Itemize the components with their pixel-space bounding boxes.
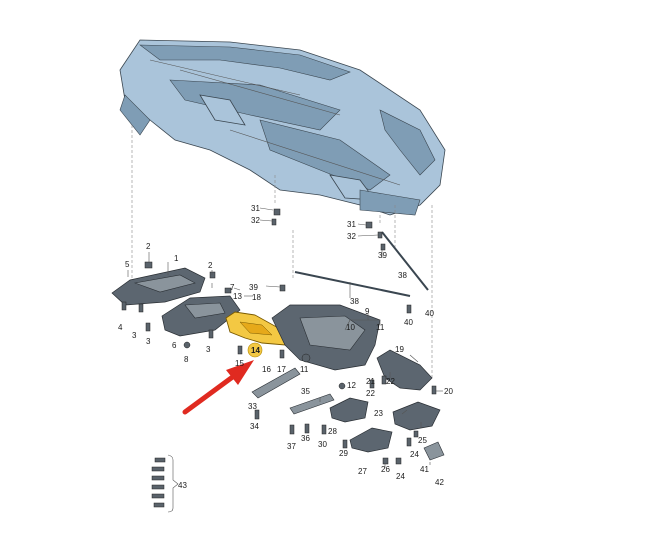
callout-14-highlight: [247, 342, 263, 358]
callout-43: 43: [178, 481, 187, 490]
callout-31: 31: [347, 220, 356, 229]
callout-15: 15: [235, 359, 244, 368]
callout-9: 9: [365, 307, 370, 316]
callout-labels: 1 2 2 3 3 3 4 5 6 7 8 9 10 11 11 12 13 1…: [118, 204, 453, 490]
callout-1: 1: [174, 254, 179, 263]
pointer-arrow-icon: [182, 360, 254, 415]
callout-31: 31: [251, 204, 260, 213]
callout-6: 6: [172, 341, 177, 350]
callout-33: 33: [248, 402, 257, 411]
callout-40: 40: [425, 309, 434, 318]
leader-lines: [127, 207, 443, 468]
callout-28: 28: [328, 427, 337, 436]
callout-34: 34: [250, 422, 259, 431]
callout-22: 22: [386, 377, 395, 386]
callout-3: 3: [206, 345, 211, 354]
callout-5: 5: [125, 260, 130, 269]
vehicle-underbody: [119, 39, 446, 216]
callout-38: 38: [350, 297, 359, 306]
callout-26: 26: [381, 465, 390, 474]
reference-lines: [131, 125, 433, 380]
callout-2: 2: [146, 242, 151, 251]
callout-32: 32: [251, 216, 260, 225]
callout-11: 11: [376, 323, 385, 332]
callout-3: 3: [132, 331, 137, 340]
part-23-shape: [392, 401, 441, 431]
part-41-shape: [423, 441, 445, 461]
callout-20: 20: [444, 387, 453, 396]
callout-22: 22: [366, 389, 375, 398]
callout-3: 3: [146, 337, 151, 346]
callout-13: 13: [233, 292, 242, 301]
callout-27: 27: [358, 467, 367, 476]
callout-18: 18: [252, 293, 261, 302]
callout-40: 40: [404, 318, 413, 327]
callout-35: 35: [301, 387, 310, 396]
callout-8: 8: [184, 355, 189, 364]
callout-30: 30: [318, 440, 327, 449]
callout-16: 16: [262, 365, 271, 374]
callout-37: 37: [287, 442, 296, 451]
callout-38: 38: [398, 271, 407, 280]
callout-24: 24: [410, 450, 419, 459]
callout-39: 39: [378, 251, 387, 260]
callout-12: 12: [347, 381, 356, 390]
part-33-shape: [251, 367, 301, 399]
callout-36: 36: [301, 434, 310, 443]
callout-7: 7: [230, 283, 235, 292]
part-26-shape: [349, 427, 393, 453]
part-19-shape: [376, 349, 433, 391]
callout-41: 41: [420, 465, 429, 474]
callout-24: 24: [396, 472, 405, 481]
callout-10: 10: [346, 323, 355, 332]
callout-39: 39: [249, 283, 258, 292]
callout-29: 29: [339, 449, 348, 458]
callout-4: 4: [118, 323, 123, 332]
part-22-shape: [329, 397, 369, 423]
callout-11: 11: [300, 365, 309, 374]
callout-14: 14: [251, 346, 260, 355]
callout-32: 32: [347, 232, 356, 241]
callout-19: 19: [395, 345, 404, 354]
callout-42: 42: [435, 478, 444, 487]
part-43-screw-set: [151, 454, 179, 513]
callout-23: 23: [374, 409, 383, 418]
callout-17: 17: [277, 365, 286, 374]
parts: [111, 208, 445, 513]
part-35-shape: [289, 393, 335, 415]
callout-21: 21: [366, 377, 375, 386]
callout-25: 25: [418, 436, 427, 445]
callout-2: 2: [208, 261, 213, 270]
